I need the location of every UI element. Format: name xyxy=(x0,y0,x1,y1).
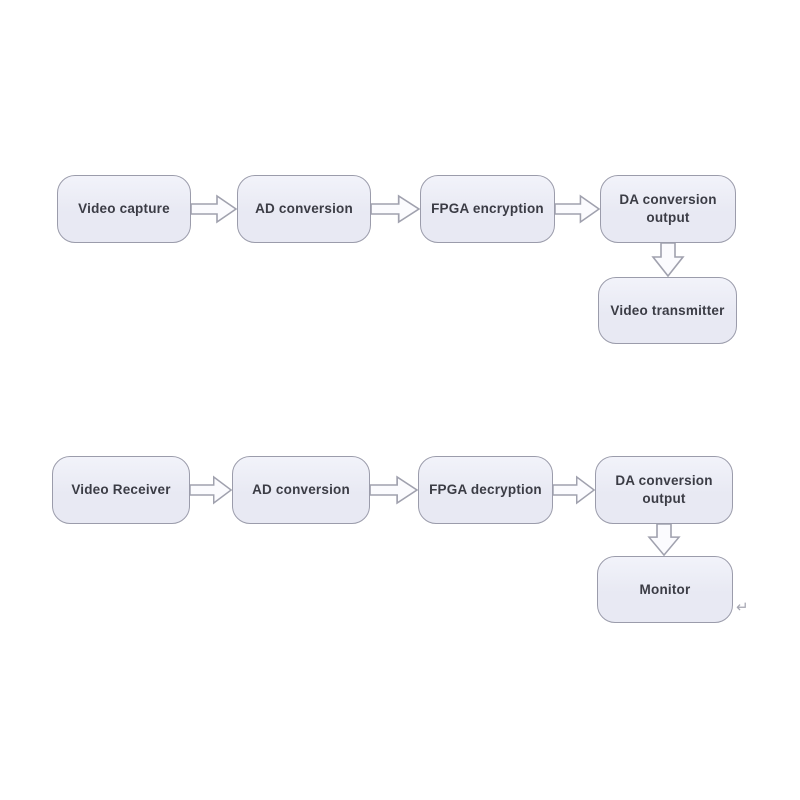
node-ad-conversion-rx: AD conversion xyxy=(232,456,370,524)
node-label: DA conversion output xyxy=(619,192,717,225)
node-video-capture: Video capture xyxy=(57,175,191,243)
node-label: Monitor xyxy=(639,581,691,597)
arrow-right-icon xyxy=(190,475,232,505)
node-label: FPGA encryption xyxy=(431,201,544,217)
arrow-down-icon xyxy=(651,243,685,277)
node-label: AD conversion xyxy=(252,482,350,498)
return-mark: ↵ xyxy=(736,599,749,616)
node-label: AD conversion xyxy=(255,201,353,217)
arrow-right-icon xyxy=(553,475,595,505)
arrow-right-icon xyxy=(370,475,418,505)
arrow-right-icon xyxy=(371,194,420,224)
node-video-receiver: Video Receiver xyxy=(52,456,190,524)
node-monitor: Monitor xyxy=(597,556,733,623)
node-label: DA conversion output xyxy=(615,473,713,506)
node-video-transmitter: Video transmitter xyxy=(598,277,737,344)
node-ad-conversion-tx: AD conversion xyxy=(237,175,371,243)
arrow-down-icon xyxy=(647,524,681,556)
arrow-right-icon xyxy=(191,194,237,224)
node-da-conversion-output-tx: DA conversion output xyxy=(600,175,736,243)
node-da-conversion-output-rx: DA conversion output xyxy=(595,456,733,524)
arrow-right-icon xyxy=(555,194,600,224)
node-label: Video transmitter xyxy=(610,302,725,318)
node-fpga-encryption: FPGA encryption xyxy=(420,175,555,243)
node-fpga-decryption: FPGA decryption xyxy=(418,456,553,524)
node-label: FPGA decryption xyxy=(429,482,542,498)
node-label: Video capture xyxy=(78,201,170,217)
node-label: Video Receiver xyxy=(71,482,171,498)
